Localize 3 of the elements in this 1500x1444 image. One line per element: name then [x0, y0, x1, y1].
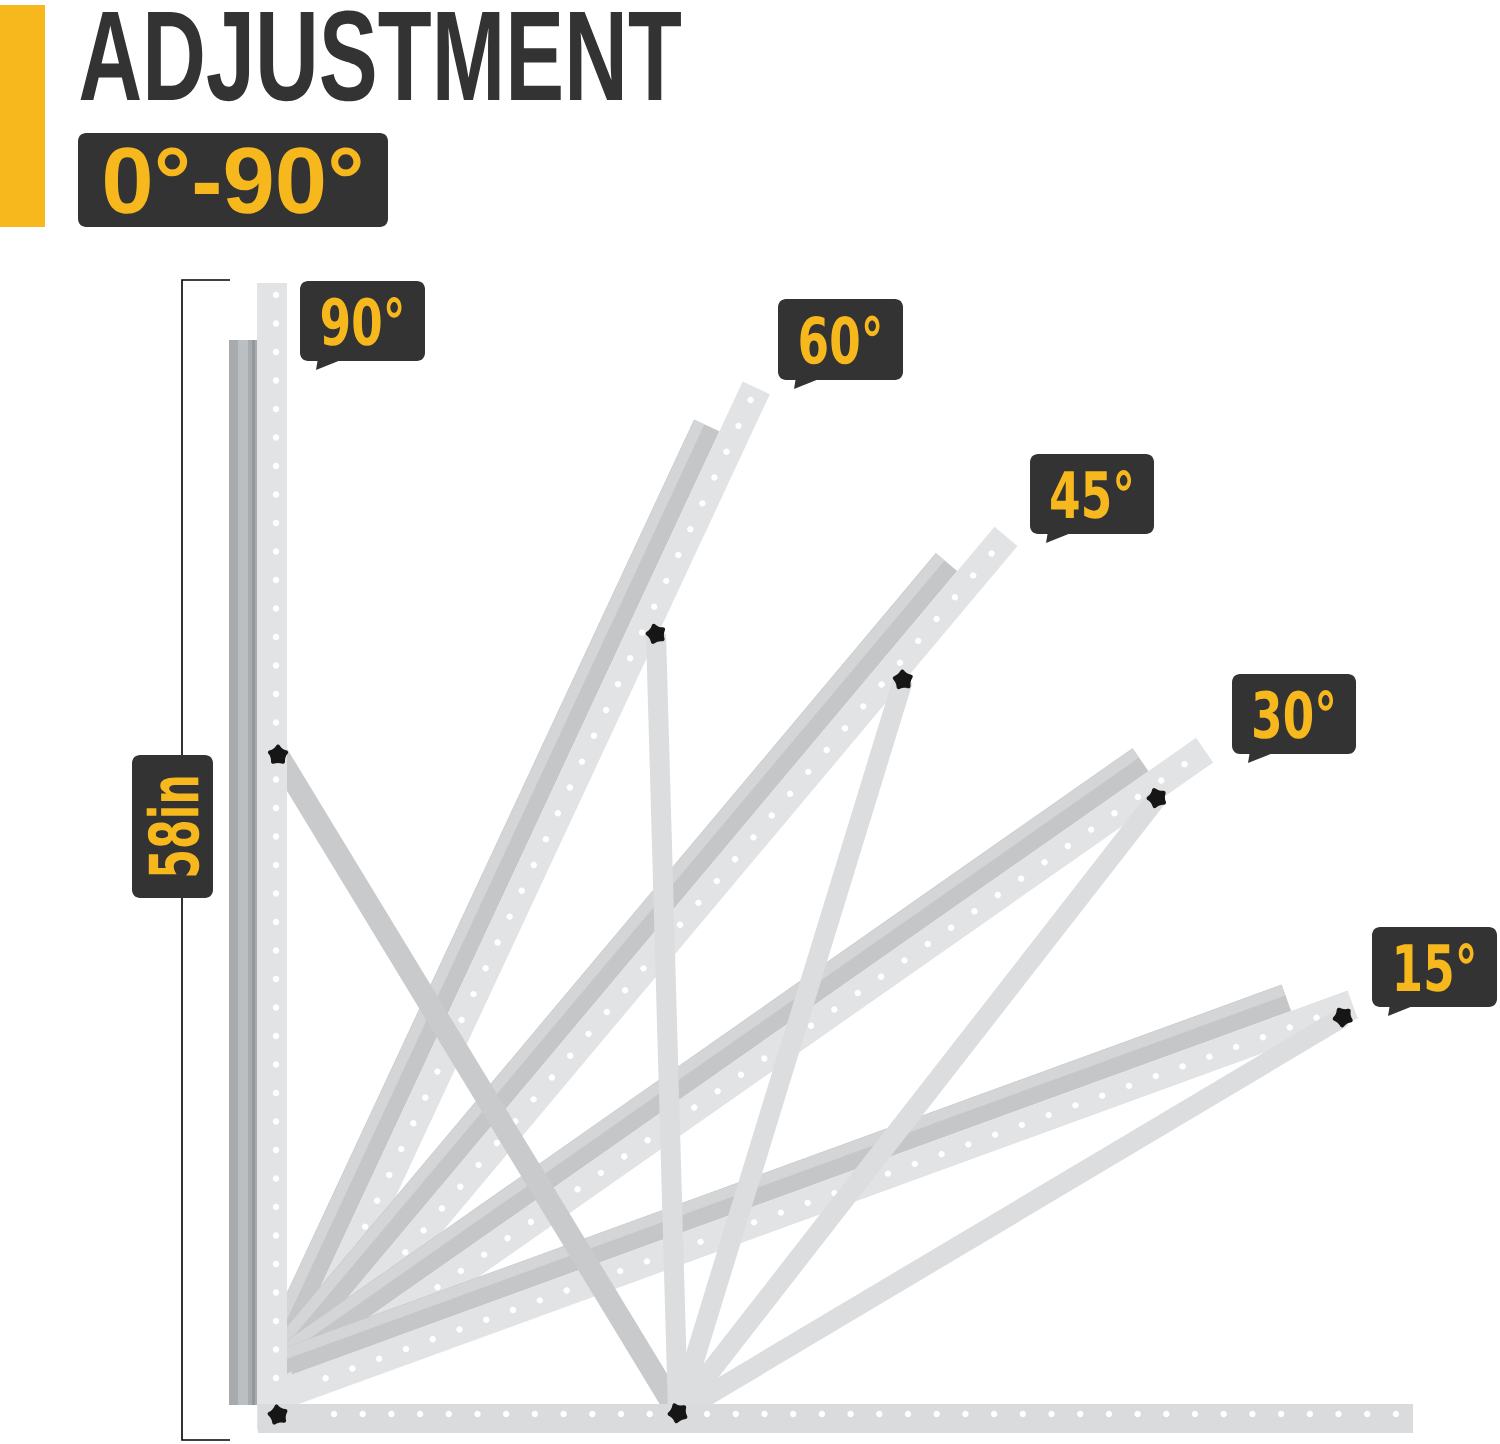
title: ADJUSTMENT: [80, 10, 681, 102]
dimension-label: 58in: [132, 755, 213, 898]
range-badge: 0°-90°: [78, 133, 388, 227]
